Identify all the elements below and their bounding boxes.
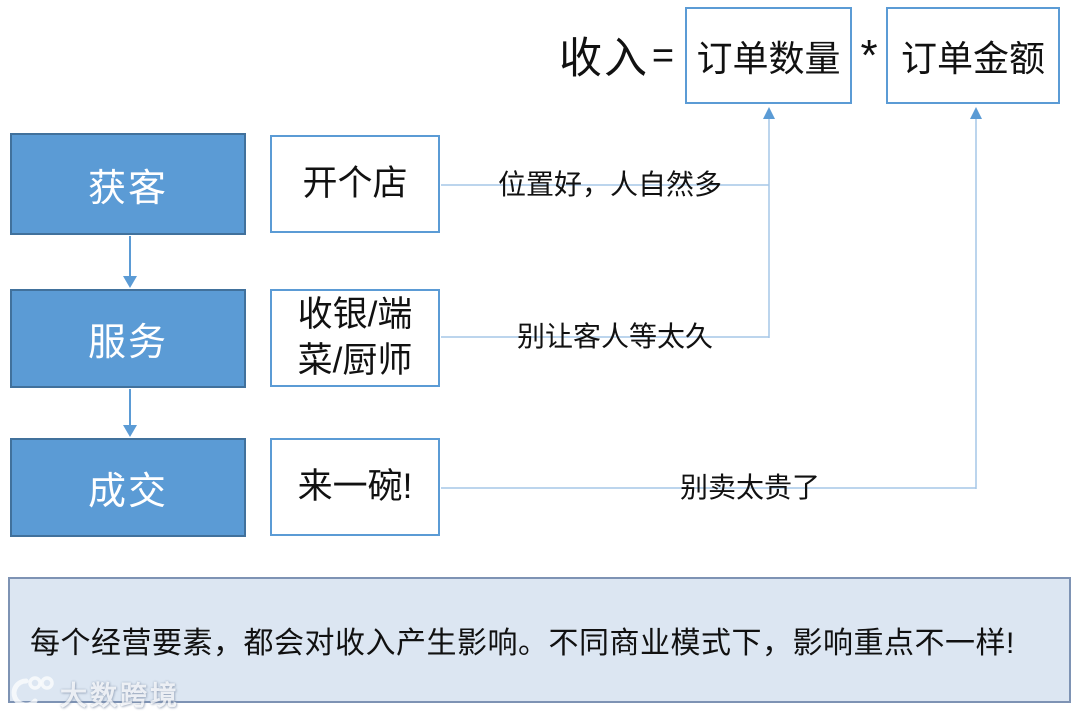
order-quantity-box: 订单数量 xyxy=(685,7,852,104)
order-amount-box: 订单金额 xyxy=(886,7,1060,104)
action-box-one-bowl: 来一碗! xyxy=(270,438,440,536)
connector-vertical-order-quantity xyxy=(763,107,775,338)
summary-banner-text: 每个经营要素，都会对收入产生影响。不同商业模式下，影响重点不一样! xyxy=(30,627,1015,660)
action-box-one-bowl-label: 来一碗! xyxy=(297,467,413,506)
stage-box-deal: 成交 xyxy=(10,438,246,537)
stage-box-acquisition: 获客 xyxy=(10,133,246,235)
action-box-open-shop-label: 开个店 xyxy=(302,164,408,203)
multiply-sign: * xyxy=(860,30,878,80)
action-box-cashier-serve-chef: 收银/端菜/厨师 xyxy=(270,289,440,387)
arrow-stage1-to-stage2 xyxy=(123,236,137,288)
summary-banner: 每个经营要素，都会对收入产生影响。不同商业模式下，影响重点不一样! xyxy=(8,577,1071,703)
arrow-stage2-to-stage3 xyxy=(123,389,137,437)
revenue-label: 收入 xyxy=(559,35,649,83)
stage-box-service: 服务 xyxy=(10,289,246,388)
watermark-text: 大数跨境 xyxy=(60,680,180,711)
action-box-cashier-serve-chef-label: 收银/端菜/厨师 xyxy=(297,295,413,380)
watermark: 大数跨境 xyxy=(4,672,180,714)
watermark-swirl-logo xyxy=(11,676,54,708)
note-good-location: 位置好，人自然多 xyxy=(497,169,722,200)
note-dont-sell-too-expensive: 别卖太贵了 xyxy=(679,472,820,503)
equals-sign: = xyxy=(651,34,675,77)
action-box-open-shop: 开个店 xyxy=(270,135,440,233)
note-dont-make-guests-wait: 别让客人等太久 xyxy=(516,321,713,352)
